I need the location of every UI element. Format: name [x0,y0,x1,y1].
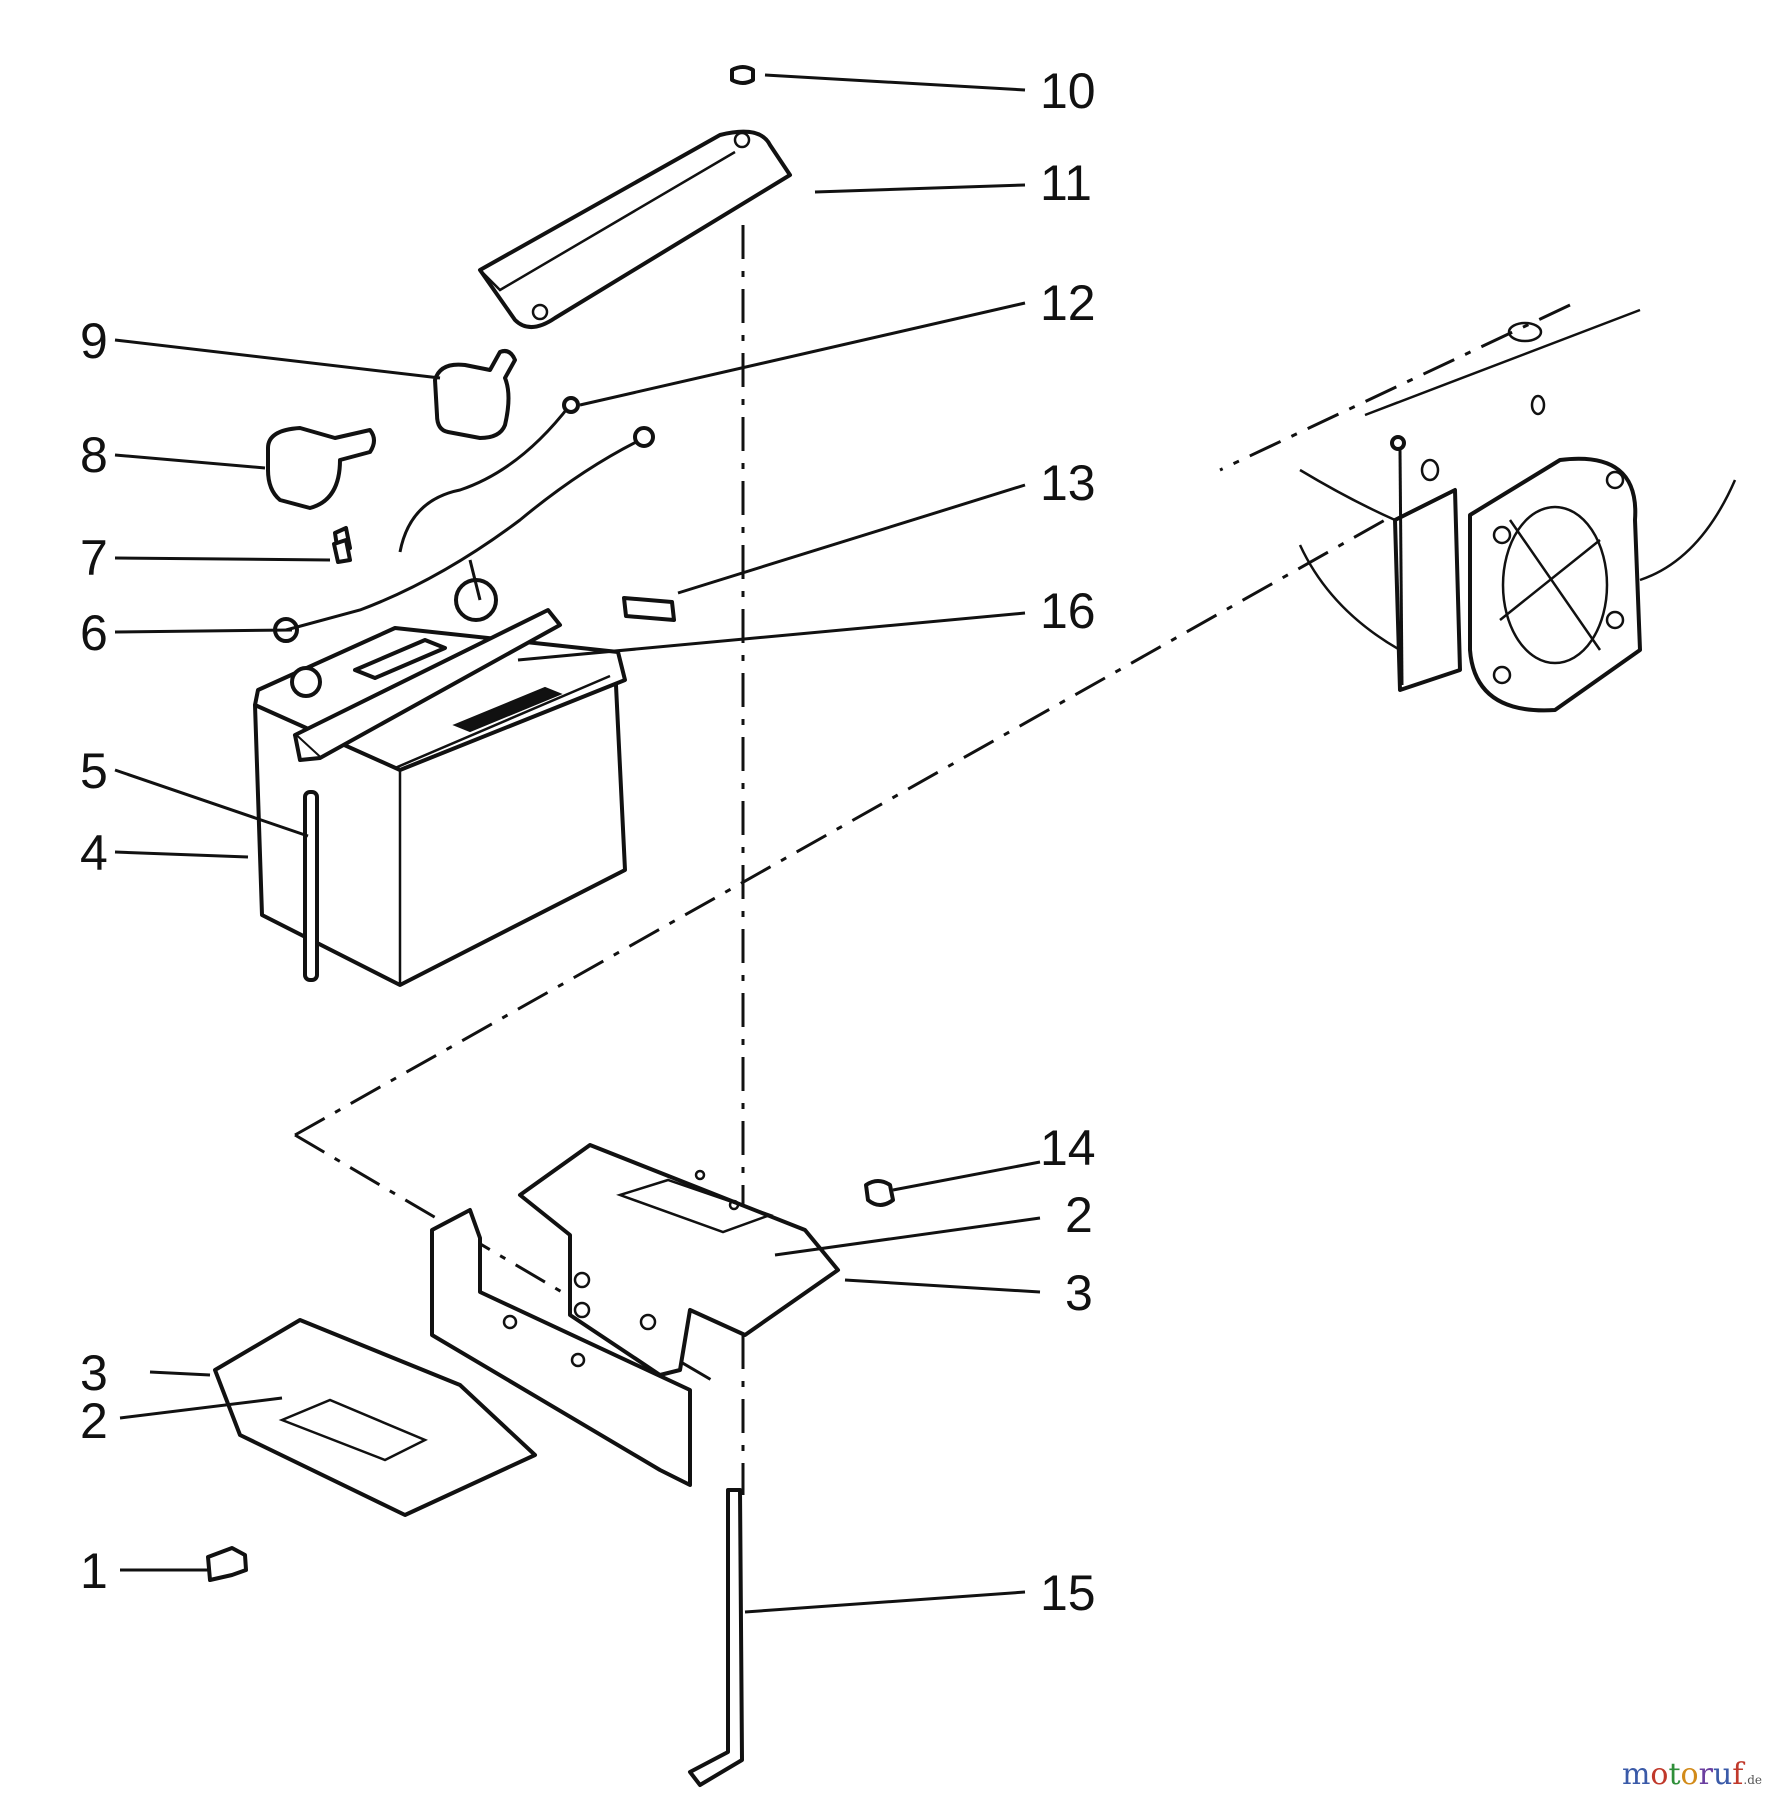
terminal-cover-9 [433,349,517,440]
callout-3-left: 3 [80,1345,108,1401]
callout-1: 1 [80,1543,108,1599]
callout-5: 5 [80,743,108,799]
frame-section [1298,308,1737,713]
callout-12: 12 [1040,275,1096,331]
battery-rod [303,790,319,982]
callout-14: 14 [1040,1120,1096,1176]
callout-labels: 10 11 12 9 8 13 7 6 16 5 4 14 2 3 3 2 1 … [80,63,1096,1621]
callout-3-right: 3 [1065,1265,1093,1321]
hardware [206,65,895,1582]
callout-2-right: 2 [1065,1187,1093,1243]
callout-9: 9 [80,313,108,369]
callout-10: 10 [1040,63,1096,119]
long-rod [688,1488,744,1787]
callout-11: 11 [1040,155,1092,211]
watermark-suffix: .de [1743,1773,1762,1787]
callout-8: 8 [80,427,108,483]
callout-16: 16 [1040,583,1096,639]
bracket-assembly [213,1143,840,1517]
callout-13: 13 [1040,455,1096,511]
callout-6: 6 [80,605,108,661]
terminal-cover-8 [266,426,376,510]
callout-7: 7 [80,530,108,586]
terminals-cables [273,396,655,698]
callout-4: 4 [80,825,108,881]
callout-15: 15 [1040,1565,1096,1621]
centerlines [294,225,1571,1495]
watermark-logo: motoruf.de [1621,1757,1762,1792]
hold-down-bar [293,608,562,762]
leader-lines [114,73,1041,1614]
callout-2-left: 2 [80,1393,108,1449]
top-strap [478,129,792,329]
